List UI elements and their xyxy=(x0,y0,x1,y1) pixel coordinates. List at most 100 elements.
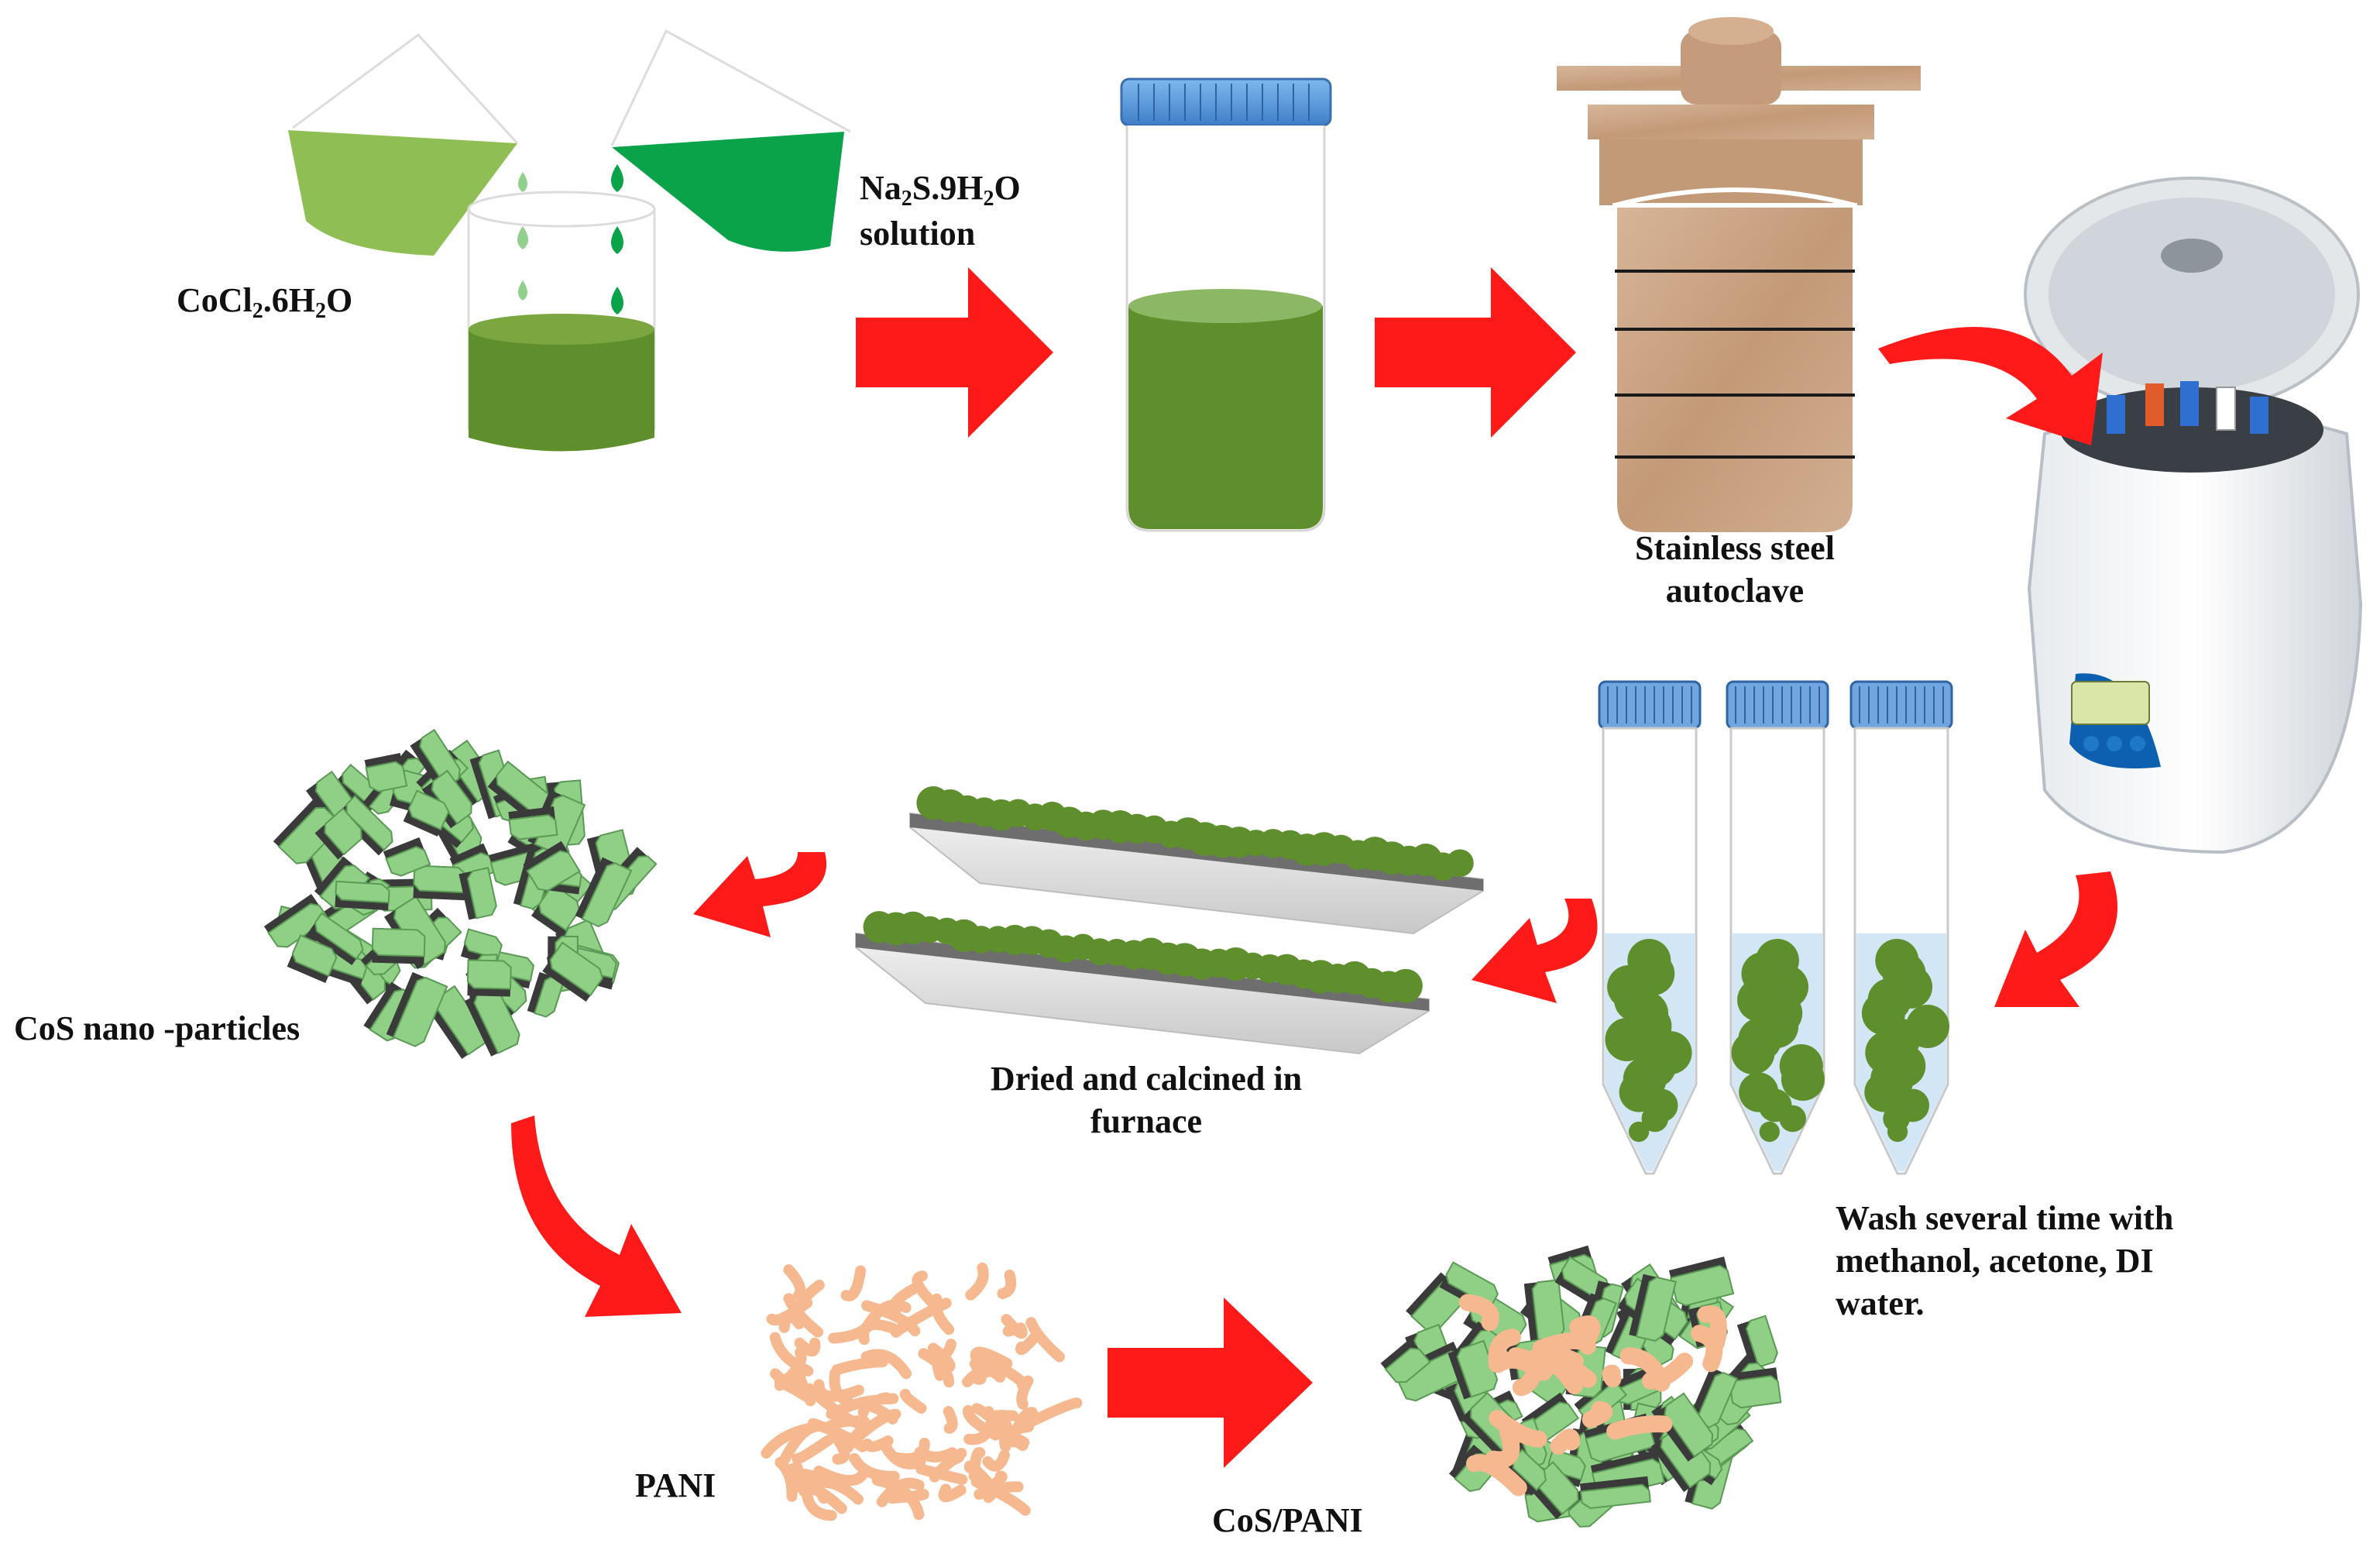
pani-fiber xyxy=(860,1300,921,1337)
pani-fiber xyxy=(1602,1364,1622,1388)
nanoparticle xyxy=(413,864,467,901)
pani-fiber xyxy=(970,1346,1013,1370)
pani-fiber xyxy=(1458,1294,1499,1332)
pani-fiber xyxy=(886,1488,929,1504)
pani-fiber xyxy=(778,1311,805,1333)
nanoparticle xyxy=(1380,1338,1431,1384)
mixing-beaker-illustration xyxy=(288,29,851,452)
pani-fiber xyxy=(862,1299,912,1331)
pani-fiber xyxy=(930,1293,955,1335)
cocl2-funnel xyxy=(288,130,517,256)
pani-fiber xyxy=(1619,1347,1671,1392)
nanoparticle xyxy=(386,971,448,1047)
pani-fiber xyxy=(1012,1407,1038,1432)
centrifuge-illustration xyxy=(2024,177,2363,854)
nanoparticle xyxy=(1523,1279,1565,1342)
nanoparticle xyxy=(1579,1476,1651,1510)
pani-fiber xyxy=(969,1358,987,1385)
drying-trays-illustration xyxy=(855,786,1484,1055)
pani-fiber xyxy=(794,1337,821,1357)
pani-fiber xyxy=(1553,1355,1597,1388)
nanoparticle xyxy=(531,883,581,937)
nanoparticle xyxy=(263,894,330,948)
pani-fiber xyxy=(970,1476,1031,1516)
pani-fiber xyxy=(845,1408,902,1449)
pani-fiber xyxy=(1550,1428,1581,1455)
nanoparticle xyxy=(458,867,497,920)
nanoparticle xyxy=(421,769,472,829)
pani-fiber xyxy=(974,1470,1008,1500)
pani-label: PANI xyxy=(635,1466,716,1504)
nanoparticle xyxy=(383,837,431,877)
cos-nanoparticles-illustration xyxy=(263,728,658,1059)
pani-fiber xyxy=(860,1349,912,1380)
pani-fiber xyxy=(1489,1410,1547,1448)
pani-fiber xyxy=(881,1442,926,1469)
arrow-4 xyxy=(1994,871,2118,1007)
pani-fiber xyxy=(770,1368,807,1389)
pani-fiber xyxy=(792,1435,834,1465)
pani-fiber xyxy=(761,1422,816,1459)
pani-fiber xyxy=(929,1448,967,1483)
pani-fiber xyxy=(849,1452,900,1482)
nanoparticle xyxy=(287,934,338,984)
pani-fiber xyxy=(804,1383,865,1429)
pani-fiber xyxy=(899,1388,927,1414)
pani-fiber xyxy=(1002,1323,1022,1337)
nanoparticle xyxy=(542,941,603,1002)
pani-fiber xyxy=(968,1446,986,1482)
nanoparticle xyxy=(1654,1392,1714,1462)
pani-fiber xyxy=(965,1262,989,1301)
pani-fiber xyxy=(793,1279,825,1320)
nanoparticle xyxy=(371,927,426,964)
pani-fiber xyxy=(914,1446,958,1463)
pani-fiber xyxy=(813,1465,870,1487)
arrow-7 xyxy=(511,1115,682,1317)
pani-fiber xyxy=(1489,1351,1552,1381)
nanoparticle xyxy=(508,806,558,840)
pani-fiber xyxy=(783,1264,806,1301)
pani-fiber xyxy=(1485,1424,1520,1469)
pani-fiber xyxy=(840,1265,867,1301)
nanoparticle xyxy=(314,807,362,860)
pani-fiber xyxy=(1691,1325,1723,1373)
centrifuge-tube xyxy=(1849,680,1953,1175)
washing-tubes-illustration xyxy=(1598,680,1953,1175)
cos-pani-label: CoS/PANI xyxy=(1212,1501,1363,1539)
pani-fiber xyxy=(774,1456,798,1502)
nanoparticle xyxy=(336,795,393,856)
arrow-6 xyxy=(693,852,827,937)
nanoparticle xyxy=(1729,1367,1782,1409)
na2s-funnel xyxy=(612,132,844,252)
pani-fiber xyxy=(918,1348,955,1388)
nanoparticle xyxy=(273,798,344,864)
nanoparticle xyxy=(364,753,408,792)
pani-fiber xyxy=(875,1392,899,1405)
pani-fiber xyxy=(1016,1375,1034,1410)
pani-fiber xyxy=(813,1379,864,1402)
cocl2-label: CoCl2.6H2O xyxy=(177,281,353,323)
arrow-3 xyxy=(1878,327,2103,445)
arrow-5 xyxy=(1472,899,1598,1003)
pani-fiber xyxy=(982,1449,1010,1472)
process-arrows xyxy=(511,267,2118,1468)
drying-tray xyxy=(909,786,1484,935)
arrow-2 xyxy=(1375,267,1576,438)
pani-fiber xyxy=(983,1406,1030,1449)
centrifuge-tube xyxy=(1598,680,1702,1175)
pani-fiber xyxy=(829,1429,850,1465)
nanoparticle xyxy=(335,880,390,911)
pani-fiber xyxy=(1569,1315,1601,1346)
pani-fiber xyxy=(831,1356,888,1376)
nanoparticle xyxy=(466,959,512,997)
pani-fiber xyxy=(805,1476,864,1505)
pani-fiber xyxy=(807,1418,868,1452)
arrow-1 xyxy=(856,267,1053,438)
pani-fiber xyxy=(1026,1397,1083,1427)
solution-jar-illustration xyxy=(1120,77,1332,532)
